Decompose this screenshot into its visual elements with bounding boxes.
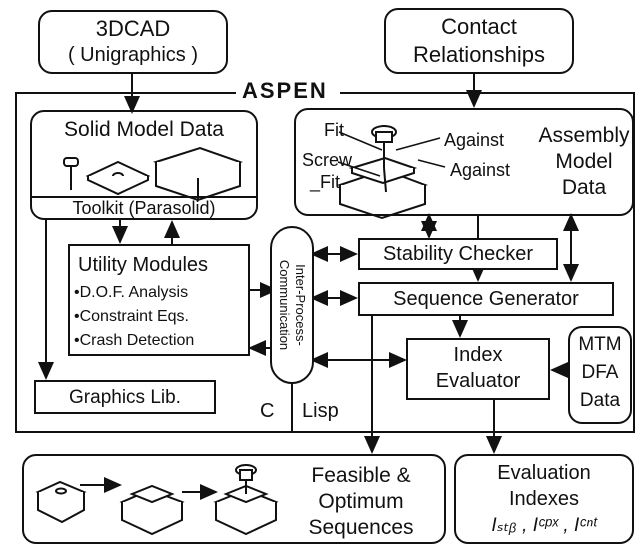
utility-item-crash: •Crash Detection: [74, 332, 195, 349]
feasible-sequences-box: Feasible & Optimum Sequences: [22, 454, 446, 544]
screw-label: Screw: [302, 150, 353, 170]
ipc-pill: Inter-Process- Communication: [270, 226, 314, 384]
lisp-label: Lisp: [302, 400, 339, 422]
evaluation-indexes-box: Evaluation Indexes Iₛₜᵦ , Iᶜᵖˣ , Iᶜⁿᵗ: [454, 454, 634, 544]
against-label-2: Against: [450, 160, 511, 180]
feasible-line-3: Sequences: [308, 516, 414, 539]
index-line-1: Index: [453, 344, 503, 366]
cad-title: 3DCAD: [95, 16, 171, 41]
contact-line-2: Relationships: [412, 42, 546, 67]
fit-bottom-label: _Fit: [310, 172, 341, 192]
mtm-line-2: DFA: [581, 362, 619, 383]
cad-subtitle: ( Unigraphics ): [67, 44, 199, 66]
aspen-frame: [15, 92, 635, 433]
evaluation-line-1: Evaluation: [497, 462, 591, 484]
graphics-label: Graphics Lib.: [69, 387, 181, 408]
evaluation-line-2: Indexes: [508, 488, 580, 510]
mtm-line-1: MTM: [578, 334, 622, 355]
utility-title: Utility Modules: [78, 254, 209, 276]
graphics-lib-box: Graphics Lib.: [34, 380, 216, 414]
stability-checker-box: Stability Checker: [358, 238, 558, 270]
assembly-model-data-box: Fit Against Screw _Fit Against Assembly …: [294, 108, 634, 216]
mtm-line-3: Data: [579, 390, 621, 411]
assembly-icon: [336, 125, 446, 220]
feasible-line-1: Feasible &: [311, 464, 411, 487]
cad-box: 3DCAD ( Unigraphics ): [38, 10, 228, 74]
feasible-line-2: Optimum: [318, 490, 404, 513]
toolkit-label: Toolkit (Parasolid): [72, 198, 216, 218]
aspen-label: ASPEN: [242, 78, 328, 103]
assembly-title-2: Model: [555, 150, 613, 173]
evaluation-line-3: Iₛₜᵦ , Iᶜᵖˣ , Iᶜⁿᵗ: [491, 515, 597, 536]
solid-model-title: Solid Model Data: [64, 118, 224, 141]
sequence-icons: [35, 464, 279, 536]
sequence-generator-box: Sequence Generator: [358, 282, 614, 316]
utility-modules-box: Utility Modules •D.O.F. Analysis •Constr…: [68, 244, 250, 356]
solid-model-data-box: Solid Model Data Toolkit (Parasolid): [30, 110, 258, 220]
contact-line-1: Contact: [441, 14, 517, 39]
ipc-text: Inter-Process- Communication: [276, 260, 308, 350]
c-label: C: [260, 400, 275, 422]
fit-top-label: Fit: [324, 120, 344, 140]
ipc-line-1: Inter-Process-: [293, 264, 308, 346]
against-label-1: Against: [444, 130, 505, 150]
assembly-title-3: Data: [561, 176, 607, 199]
mtm-dfa-data-box: MTM DFA Data: [568, 326, 632, 424]
sequence-label: Sequence Generator: [393, 288, 579, 310]
toolkit-divider: [32, 196, 256, 198]
solid-model-icons: [63, 146, 243, 202]
contact-relationships-box: Contact Relationships: [384, 8, 574, 74]
utility-item-constraint: •Constraint Eqs.: [74, 308, 189, 325]
index-line-2: Evaluator: [435, 370, 521, 392]
assembly-title-1: Assembly: [538, 124, 630, 147]
ipc-line-2: Communication: [277, 259, 292, 351]
index-evaluator-box: Index Evaluator: [406, 338, 550, 400]
stability-label: Stability Checker: [382, 243, 534, 265]
utility-item-dof: •D.O.F. Analysis: [74, 284, 189, 301]
